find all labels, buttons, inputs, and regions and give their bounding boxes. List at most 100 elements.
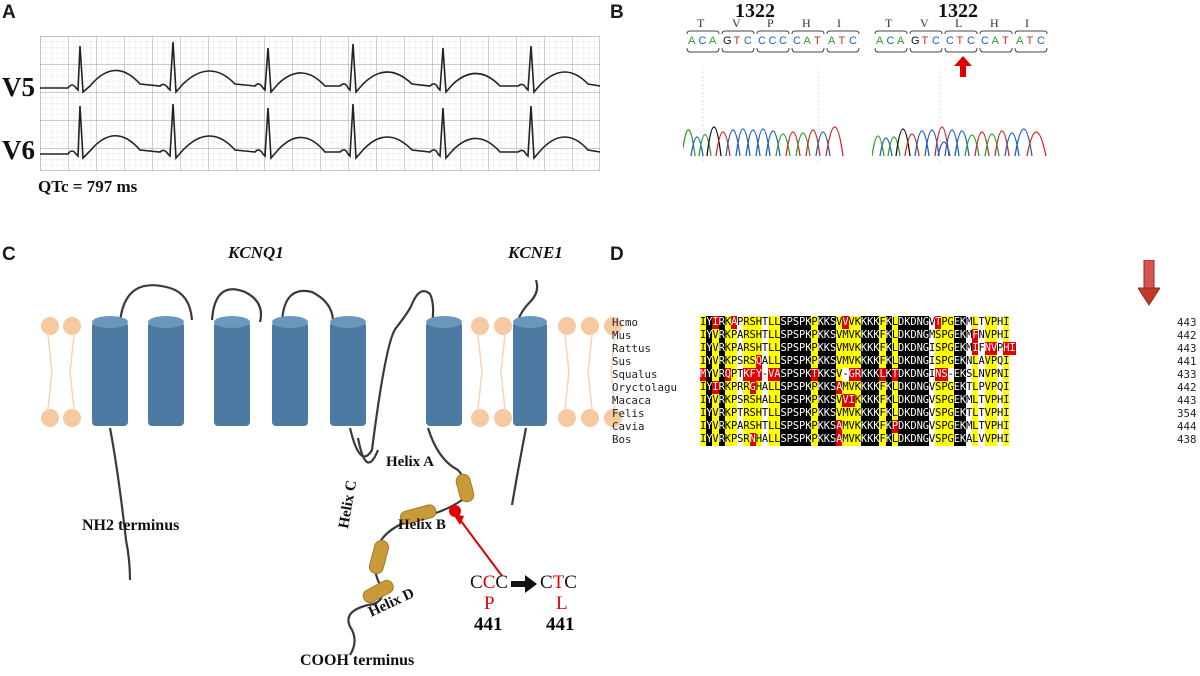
residue: P [990, 329, 998, 342]
species-name: Rattus [612, 342, 652, 355]
residue: I [928, 355, 936, 368]
species-name: Squalus [612, 368, 658, 381]
residue: Y [706, 355, 713, 368]
residue: R [743, 316, 750, 329]
residue: G [947, 329, 954, 342]
residue: R [743, 420, 750, 433]
residue: Y [706, 368, 713, 381]
conversion-arrow [511, 575, 537, 593]
residue: K [823, 394, 831, 407]
residue: S [829, 381, 837, 394]
lead-label-v6: V6 [2, 135, 35, 165]
residue: D [910, 355, 917, 368]
nucleotide-base: A [991, 35, 999, 47]
residue: S [941, 368, 948, 381]
species-name: Felis [612, 407, 645, 420]
residue: K [823, 355, 831, 368]
residue: K [817, 329, 824, 342]
residue: P [730, 433, 738, 446]
residue: K [904, 394, 911, 407]
residue: A [737, 342, 744, 355]
residue: S [749, 420, 756, 433]
residue: H [997, 420, 1004, 433]
residue: V [984, 433, 991, 446]
residue: V [712, 433, 719, 446]
residue: L [774, 433, 781, 446]
residue: V [768, 368, 775, 381]
residue: V [984, 420, 991, 433]
cooh-terminus-label: COOH terminus [300, 652, 415, 669]
residue: V [848, 407, 855, 420]
residue: M [842, 381, 849, 394]
residue: M [966, 329, 973, 342]
codon-base-mutated: T [552, 572, 565, 593]
residue: L [768, 381, 775, 394]
residue: P [786, 316, 793, 329]
nucleotide-base: G [723, 35, 732, 47]
residue: S [780, 381, 787, 394]
residue: K [867, 355, 874, 368]
residue: K [885, 381, 892, 394]
residue: V [928, 394, 936, 407]
nucleotide-base: C [886, 35, 895, 47]
residue: P [799, 407, 806, 420]
residue: S [780, 329, 787, 342]
residue: L [972, 368, 979, 381]
residue: Y [706, 407, 713, 420]
residue: M [966, 316, 973, 329]
residue: E [953, 329, 960, 342]
residue: K [805, 394, 812, 407]
residue: S [792, 394, 800, 407]
residue: T [978, 316, 985, 329]
residue: D [898, 329, 905, 342]
residue: P [941, 381, 948, 394]
nh2-terminus-label: NH2 terminus [82, 517, 180, 534]
residue: K [860, 342, 868, 355]
residue: S [792, 316, 800, 329]
residue: M [842, 433, 849, 446]
residue: P [997, 342, 1004, 355]
residue: Y [706, 381, 713, 394]
residue: P [941, 316, 948, 329]
residue: K [867, 433, 874, 446]
residue: G [922, 433, 930, 446]
residue: V [848, 433, 855, 446]
residue: I [1003, 433, 1010, 446]
residue: P [941, 394, 948, 407]
wildtype-codon: CCC [470, 572, 508, 594]
helix-a-domain [455, 473, 475, 503]
residue: V [984, 394, 991, 407]
panel-d-letter: D [610, 244, 624, 265]
residue: D [910, 394, 917, 407]
residue: S [792, 433, 800, 446]
residue: N [984, 342, 991, 355]
residue: E [953, 316, 960, 329]
residue: P [786, 355, 793, 368]
residue: H [997, 394, 1004, 407]
residue: K [817, 381, 824, 394]
residue: K [885, 394, 892, 407]
residue: K [823, 316, 831, 329]
residue: P [990, 420, 998, 433]
residue: I [1003, 407, 1010, 420]
residue: V [836, 355, 843, 368]
residue: A [761, 433, 769, 446]
nucleotide-base: A [1016, 35, 1024, 47]
residue: V [712, 407, 719, 420]
residue: N [916, 355, 923, 368]
residue: G [749, 381, 756, 394]
residue: F [879, 342, 886, 355]
residue: G [922, 394, 930, 407]
residue: F [879, 355, 886, 368]
ecg-trace-v6 [40, 103, 600, 161]
residue: K [867, 394, 874, 407]
residue: S [829, 420, 837, 433]
end-position: 444 [1177, 420, 1197, 433]
residue: V [836, 329, 843, 342]
residue: L [768, 394, 775, 407]
nucleotide-base: C [967, 35, 975, 47]
residue: S [792, 368, 800, 381]
residue: D [898, 368, 905, 381]
residue: H [997, 433, 1004, 446]
wildtype-position: 1322 [735, 0, 775, 22]
